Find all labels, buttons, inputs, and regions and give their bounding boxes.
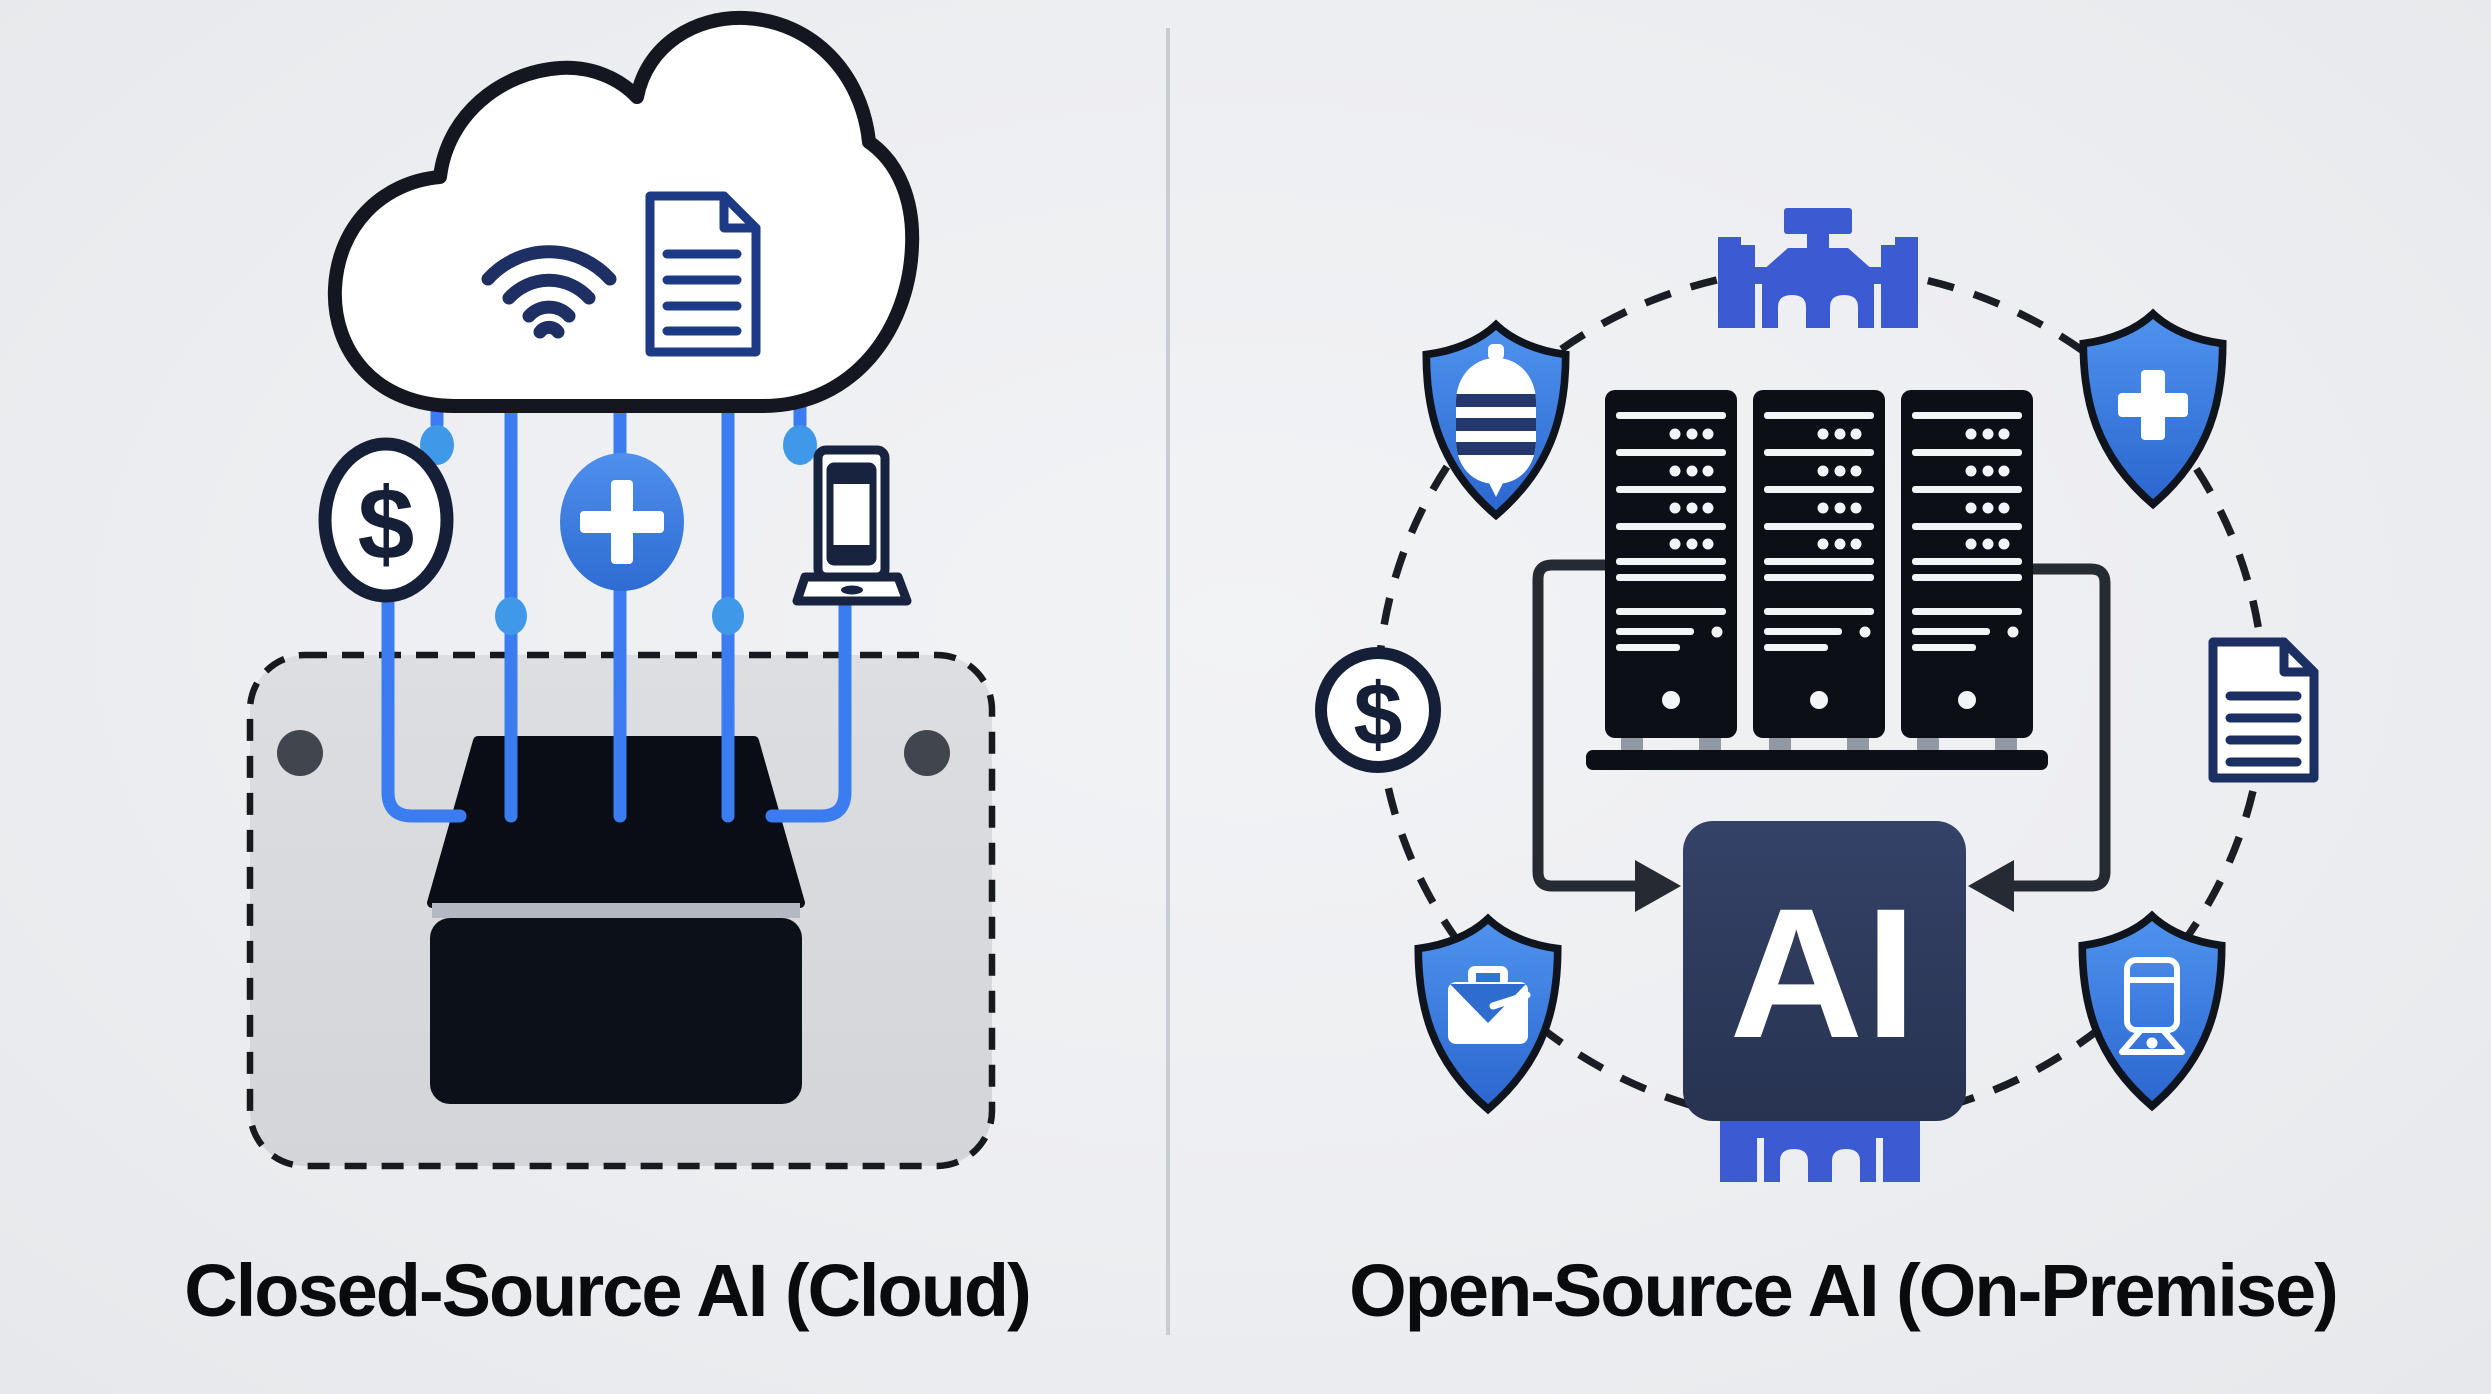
flow-connector [1532,559,2111,892]
dollar-coin-icon: $ [318,437,454,603]
open-source-panel: $ [1315,208,2319,1182]
closed-black-box-icon [427,736,805,1104]
data-stream-dots [420,425,817,635]
shield-device-icon [2082,916,2221,1106]
right-panel-caption: Open-Source AI (On-Premise) [1349,1249,2339,1332]
arrow-left-icon [1968,860,2014,912]
dollar-glyph: $ [1354,665,1403,764]
cloud-icon [327,10,920,413]
panel-divider [1166,28,1170,1335]
arrow-right-icon [1635,860,1681,912]
dollar-glyph: $ [358,467,415,581]
left-panel-caption: Closed-Source AI (Cloud) [184,1249,1031,1332]
wifi-icon [481,245,617,339]
ai-chip-box: AI [1683,821,1966,1121]
corner-screw-icon [904,730,950,776]
shield-database-icon [1426,325,1565,515]
document-icon [645,191,761,357]
shield-briefcase-icon [1418,919,1557,1109]
computer-icon [792,445,912,606]
document-icon [2208,637,2319,783]
ai-label: AI [1730,871,1919,1077]
server-rack-icon [1586,390,2048,770]
shield-plus-icon [2083,314,2222,504]
corner-screw-icon [277,730,323,776]
factory-icon-top [1718,208,1918,328]
closed-source-panel: $ [246,10,996,1170]
medical-plus-icon [560,453,684,591]
dollar-coin-icon: $ [1315,647,1441,773]
